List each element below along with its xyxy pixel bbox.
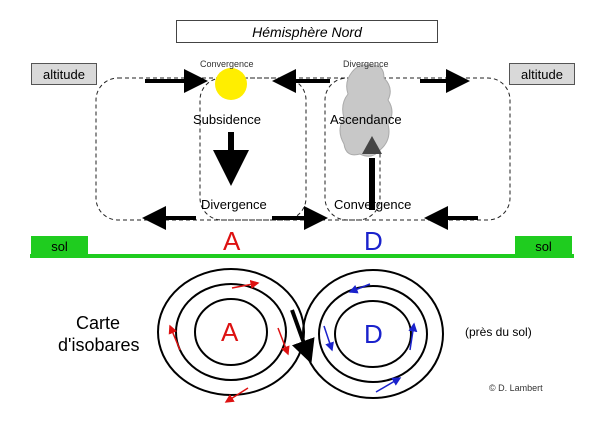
wind-arrow-high-3 xyxy=(224,387,249,403)
diagram-title: Hémisphère Nord xyxy=(176,20,438,43)
upper-divergence-label: Divergence xyxy=(343,59,389,69)
sun-icon xyxy=(215,68,247,100)
left-circulation-loop xyxy=(95,77,307,221)
between-systems-arrow xyxy=(290,309,315,364)
isobar-map-title-line1: Carte xyxy=(75,313,120,333)
wind-arrow-high-1 xyxy=(231,279,260,289)
lower-divergence-label: Divergence xyxy=(201,197,267,212)
wind-arrow-low-1 xyxy=(348,283,371,294)
high-pressure-map-label: A xyxy=(221,317,239,347)
credit-label: © D. Lambert xyxy=(489,383,543,393)
wind-arrow-high-2 xyxy=(277,327,290,356)
right-circulation-loop xyxy=(324,77,511,221)
low-pressure-isobars xyxy=(302,269,444,399)
isobar-map-title-line2: d'isobares xyxy=(58,335,140,355)
cloud-icon xyxy=(339,64,393,157)
low-pressure-map-label: D xyxy=(364,319,383,349)
wind-arrow-low-4 xyxy=(408,322,418,351)
isobar-map-title: Carte d'isobares xyxy=(58,312,140,356)
ascendance-label: Ascendance xyxy=(330,112,402,127)
low-pressure-label: D xyxy=(364,226,383,256)
near-ground-note: (près du sol) xyxy=(465,325,532,339)
wind-arrow-low-2 xyxy=(323,325,334,352)
ascendance-triangle-icon xyxy=(362,136,382,154)
altitude-label-right: altitude xyxy=(509,63,575,85)
altitude-label-left: altitude xyxy=(31,63,97,85)
upper-convergence-label: Convergence xyxy=(200,59,254,69)
wind-arrow-high-4 xyxy=(168,324,181,351)
lower-convergence-label: Convergence xyxy=(334,197,412,212)
ground-label-left: sol xyxy=(31,236,88,257)
subsidence-label: Subsidence xyxy=(193,112,261,127)
ground-label-right: sol xyxy=(515,236,572,257)
high-pressure-label: A xyxy=(223,226,241,256)
wind-arrow-low-3 xyxy=(375,377,402,393)
